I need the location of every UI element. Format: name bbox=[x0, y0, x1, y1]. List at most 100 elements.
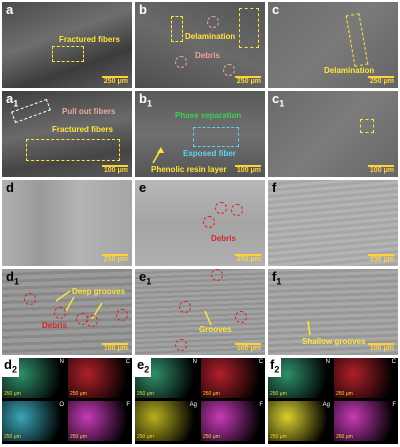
element-label: F bbox=[259, 402, 263, 408]
panel-letter: e bbox=[139, 180, 147, 195]
element-label: C bbox=[125, 359, 130, 365]
panel-letter: a1 bbox=[6, 91, 19, 109]
scale-bar: 250 μm bbox=[235, 254, 261, 263]
debris-circle bbox=[179, 301, 191, 313]
debris-circle bbox=[235, 311, 247, 323]
eds-map-f: F 250 μm bbox=[334, 401, 398, 441]
panel-c: c Delamination 250 μm bbox=[268, 2, 398, 88]
panel-b1: b1 Phase separation Exposed fiber Phenol… bbox=[135, 91, 265, 177]
debris-circle bbox=[231, 204, 243, 216]
debris-circle bbox=[24, 293, 36, 305]
arrow-icon bbox=[204, 310, 212, 326]
region-box bbox=[193, 127, 239, 147]
panel-letter: d1 bbox=[6, 269, 19, 287]
eds-map-o: O 250 μm bbox=[2, 401, 66, 441]
panel-letter: e1 bbox=[139, 269, 152, 287]
element-label: N bbox=[192, 359, 197, 365]
panel-letter: c bbox=[272, 2, 280, 17]
scale-bar: 250 μm bbox=[70, 391, 87, 397]
label-fractured-fibers: Fractured fibers bbox=[59, 35, 120, 44]
panel-letter: b bbox=[139, 2, 147, 17]
label-phase-separation: Phase separation bbox=[175, 111, 242, 120]
scale-bar: 250 μm bbox=[4, 434, 21, 440]
element-label: C bbox=[391, 359, 396, 365]
element-label: N bbox=[59, 359, 64, 365]
panel-letter: f bbox=[272, 180, 277, 195]
debris-circle bbox=[175, 339, 187, 351]
panel-letter: f1 bbox=[272, 269, 282, 287]
element-label: Ag bbox=[322, 402, 330, 408]
arrow-icon bbox=[307, 320, 311, 336]
label-debris: Debris bbox=[211, 234, 236, 243]
scale-bar: 250 μm bbox=[270, 434, 287, 440]
panel-a1: a1 Pull out fibers Fractured fibers 100 … bbox=[2, 91, 132, 177]
eds-map-f: F 250 μm bbox=[201, 401, 265, 441]
label-exposed-fiber: Exposed fiber bbox=[183, 149, 236, 158]
label-delamination: Delamination bbox=[185, 32, 236, 41]
debris-circle bbox=[175, 56, 187, 68]
panel-f: f 250 μm bbox=[268, 180, 398, 266]
scale-bar: 250 μm bbox=[203, 434, 220, 440]
scale-bar: 250 μm bbox=[203, 391, 220, 397]
label-shallow-grooves: Shallow grooves bbox=[302, 337, 366, 346]
eds-map-ag: Ag 250 μm bbox=[268, 401, 332, 441]
panel-letter: b1 bbox=[139, 91, 152, 109]
panel-letter: a bbox=[6, 2, 14, 17]
eds-map-c: C 250 μm bbox=[68, 358, 132, 398]
scale-bar: 100 μm bbox=[368, 343, 394, 352]
label-grooves: Grooves bbox=[199, 325, 232, 334]
arrow-icon bbox=[152, 147, 164, 164]
panel-d: d 250 μm bbox=[2, 180, 132, 266]
element-label: Ag bbox=[189, 402, 197, 408]
debris-circle bbox=[211, 269, 223, 281]
scale-bar: 250 μm bbox=[235, 76, 261, 85]
region-box bbox=[171, 16, 183, 42]
debris-circle bbox=[207, 16, 219, 28]
label-delamination: Delamination bbox=[324, 66, 375, 75]
debris-circle bbox=[86, 315, 98, 327]
element-label: F bbox=[126, 402, 130, 408]
label-deep-grooves: Deep grooves bbox=[72, 287, 125, 296]
scale-bar: 250 μm bbox=[368, 76, 394, 85]
scale-bar: 100 μm bbox=[102, 343, 128, 352]
panel-letter: d2 bbox=[2, 358, 19, 377]
panel-d1: d1 Deep grooves Debris 100 μm bbox=[2, 269, 132, 355]
scale-bar: 250 μm bbox=[102, 76, 128, 85]
panel-b: b Delamination Debris 250 μm bbox=[135, 2, 265, 88]
label-fractured-fibers: Fractured fibers bbox=[52, 125, 113, 134]
region-box bbox=[345, 13, 369, 67]
scale-bar: 100 μm bbox=[235, 343, 261, 352]
eds-map-c: C 250 μm bbox=[334, 358, 398, 398]
scale-bar: 250 μm bbox=[137, 391, 154, 397]
panel-letter: d bbox=[6, 180, 14, 195]
panel-a: a Fractured fibers 250 μm bbox=[2, 2, 132, 88]
label-phenolic-resin-layer: Phenolic resin layer bbox=[151, 165, 227, 174]
debris-circle bbox=[116, 309, 128, 321]
panel-letter: e2 bbox=[135, 358, 152, 377]
label-debris: Debris bbox=[42, 321, 67, 330]
scale-bar: 250 μm bbox=[336, 434, 353, 440]
eds-map-f: F 250 μm bbox=[68, 401, 132, 441]
panel-e: e Debris 250 μm bbox=[135, 180, 265, 266]
eds-map-ag: Ag 250 μm bbox=[135, 401, 199, 441]
scale-bar: 250 μm bbox=[102, 254, 128, 263]
element-label: N bbox=[325, 359, 330, 365]
scale-bar: 250 μm bbox=[270, 391, 287, 397]
scale-bar: 250 μm bbox=[70, 434, 87, 440]
panel-e1: e1 Grooves 100 μm bbox=[135, 269, 265, 355]
region-box bbox=[239, 8, 259, 48]
label-pull-out-fibers: Pull out fibers bbox=[62, 107, 116, 116]
debris-circle bbox=[215, 202, 227, 214]
scale-bar: 250 μm bbox=[368, 254, 394, 263]
panel-c1: c1 100 μm bbox=[268, 91, 398, 177]
label-debris: Debris bbox=[195, 51, 220, 60]
debris-circle bbox=[54, 307, 66, 319]
scale-bar: 250 μm bbox=[336, 391, 353, 397]
scale-bar: 250 μm bbox=[137, 434, 154, 440]
element-label: O bbox=[59, 402, 64, 408]
element-label: F bbox=[392, 402, 396, 408]
